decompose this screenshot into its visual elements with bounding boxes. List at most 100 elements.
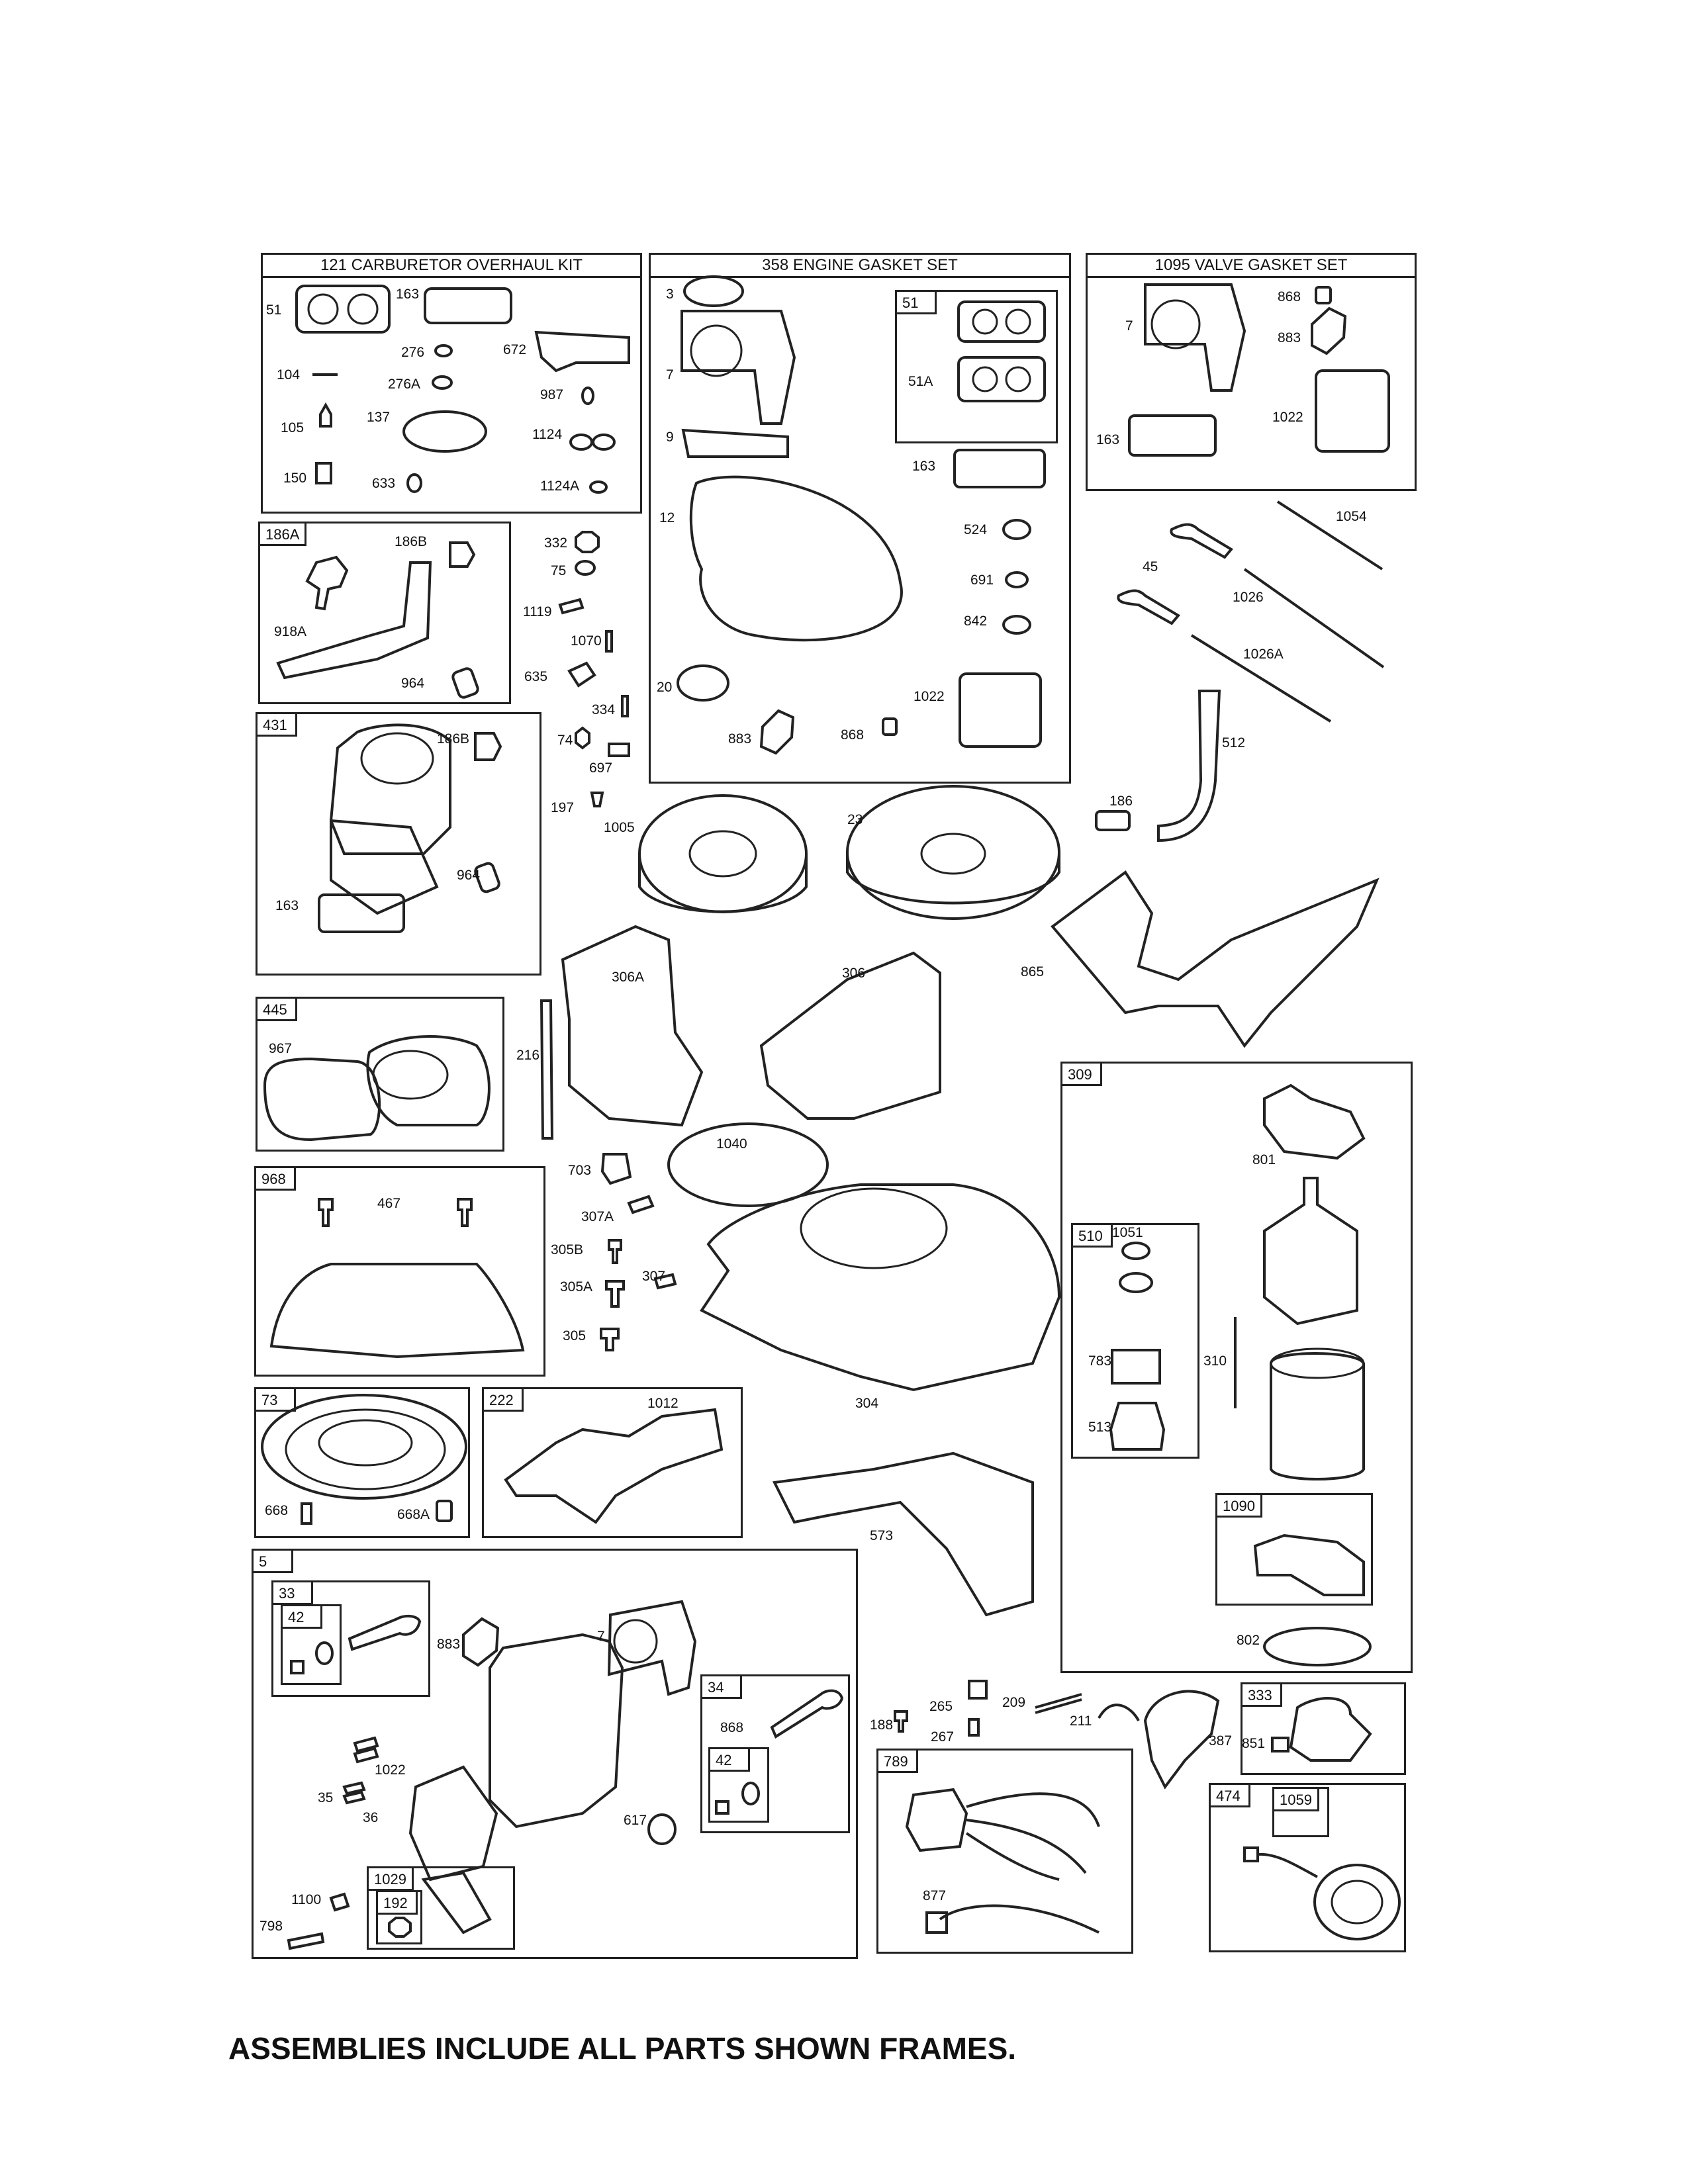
frame-1090: 1090 bbox=[1215, 1493, 1373, 1606]
part-label: 7 bbox=[666, 367, 674, 383]
frame-tag: 5 bbox=[254, 1551, 293, 1573]
frame-tag: 51 bbox=[897, 292, 937, 314]
part-label: 305B bbox=[551, 1242, 584, 1257]
gasket-672 bbox=[534, 330, 630, 373]
part-label: 617 bbox=[624, 1813, 647, 1828]
frame-192: 192 bbox=[376, 1890, 422, 1944]
seal-987 bbox=[581, 387, 594, 405]
gasket-163-d bbox=[318, 893, 405, 933]
part-label: 163 bbox=[1096, 432, 1120, 447]
frame-431: 431 bbox=[256, 712, 541, 976]
hose-918a bbox=[276, 561, 432, 680]
part-label: 668 bbox=[265, 1503, 289, 1518]
crankcase-gasket-12 bbox=[689, 475, 903, 642]
part-label: 7 bbox=[1125, 318, 1133, 334]
part-label: 633 bbox=[372, 476, 396, 491]
baffle-865 bbox=[1051, 870, 1380, 1048]
seat-150 bbox=[315, 462, 332, 484]
oring-617 bbox=[647, 1813, 677, 1845]
fitting-635 bbox=[567, 661, 596, 688]
plug-668a bbox=[436, 1500, 453, 1522]
screw-305b bbox=[608, 1239, 622, 1264]
part-label: 865 bbox=[1021, 964, 1045, 979]
part-label: 150 bbox=[283, 471, 307, 486]
frame-tag: 33 bbox=[273, 1582, 313, 1605]
baffle-573 bbox=[772, 1451, 1034, 1617]
housing-309 bbox=[1270, 1352, 1365, 1480]
bolt-798 bbox=[287, 1932, 325, 1950]
part-label: 1026 bbox=[1233, 590, 1264, 605]
nut-74 bbox=[575, 726, 590, 750]
frame-valve-gasket-set: 1095 VALVE GASKET SET bbox=[1086, 253, 1417, 491]
fuel-pump-387 bbox=[1143, 1690, 1220, 1790]
intake-431 bbox=[329, 723, 451, 855]
gasket-1022-b bbox=[1315, 369, 1390, 453]
part-label: 186 bbox=[1109, 794, 1133, 809]
part-label: 1119 bbox=[523, 604, 552, 619]
governor-222 bbox=[504, 1408, 724, 1524]
frame-1059: 1059 bbox=[1272, 1787, 1329, 1837]
part-label: 1022 bbox=[375, 1762, 406, 1778]
rod-216 bbox=[539, 999, 554, 1140]
part-label: 216 bbox=[516, 1048, 540, 1063]
part-label: 306 bbox=[842, 966, 866, 981]
frame-tag: 1059 bbox=[1274, 1789, 1319, 1811]
shroud-306a bbox=[561, 925, 704, 1127]
part-label: 12 bbox=[659, 510, 675, 525]
frame-tag: 333 bbox=[1243, 1684, 1282, 1707]
gasket-163-a bbox=[424, 287, 512, 324]
part-label: 163 bbox=[275, 898, 299, 913]
part-label: 307 bbox=[642, 1269, 666, 1284]
part-label: 265 bbox=[929, 1699, 953, 1714]
spring-211 bbox=[1098, 1704, 1140, 1721]
washer-42b bbox=[741, 1782, 760, 1805]
fitting-186 bbox=[1095, 810, 1131, 831]
part-label: 1051 bbox=[1112, 1225, 1143, 1240]
part-label: 1022 bbox=[1272, 410, 1303, 425]
brush-holder-1090 bbox=[1253, 1533, 1365, 1596]
wire-877 bbox=[939, 1904, 1100, 1934]
fitting-186a bbox=[305, 555, 349, 611]
frame-tag: 192 bbox=[378, 1892, 418, 1915]
part-label: 1070 bbox=[571, 633, 602, 649]
part-label: 672 bbox=[503, 342, 527, 357]
carb-gasket-51 bbox=[295, 285, 391, 334]
frame-1029: 1029 bbox=[367, 1866, 515, 1950]
frame-tag: 474 bbox=[1211, 1785, 1250, 1807]
bolt-334 bbox=[621, 695, 629, 717]
grill-73 bbox=[261, 1394, 467, 1500]
seal-868-a bbox=[882, 717, 898, 736]
part-label: 868 bbox=[1278, 289, 1301, 304]
screw-305 bbox=[600, 1328, 620, 1351]
washer-633 bbox=[406, 473, 422, 493]
part-label: 74 bbox=[557, 733, 573, 748]
frame-tag: 222 bbox=[484, 1389, 524, 1412]
gasket-1040 bbox=[667, 1122, 829, 1207]
keeper-42b bbox=[715, 1800, 729, 1815]
nut-192 bbox=[388, 1917, 412, 1938]
part-label: 45 bbox=[1143, 559, 1158, 574]
spring-1022 bbox=[353, 1736, 379, 1764]
seal-3 bbox=[683, 275, 744, 307]
rocker-1029 bbox=[421, 1871, 492, 1934]
cap-1051 bbox=[1121, 1242, 1150, 1260]
frame-tag: 510 bbox=[1073, 1225, 1113, 1248]
valve-34 bbox=[770, 1689, 844, 1739]
frame-tag: 309 bbox=[1062, 1064, 1102, 1086]
part-label: 188 bbox=[870, 1717, 894, 1733]
part-label: 868 bbox=[841, 727, 865, 743]
needle-105 bbox=[319, 402, 332, 428]
screw-305a bbox=[605, 1280, 625, 1308]
frame-333: 333 bbox=[1241, 1682, 1406, 1775]
part-label: 1124 bbox=[532, 427, 563, 442]
washer-276a bbox=[432, 375, 453, 390]
part-label: 801 bbox=[1252, 1152, 1276, 1167]
gasket-51-upper bbox=[957, 300, 1046, 343]
screw-968-right bbox=[457, 1198, 473, 1227]
screw-188 bbox=[894, 1710, 908, 1733]
gasket-883-b bbox=[1311, 306, 1347, 355]
washer-1124a bbox=[589, 480, 608, 494]
frame-tag: 42 bbox=[283, 1606, 322, 1629]
part-label: 883 bbox=[728, 731, 752, 747]
